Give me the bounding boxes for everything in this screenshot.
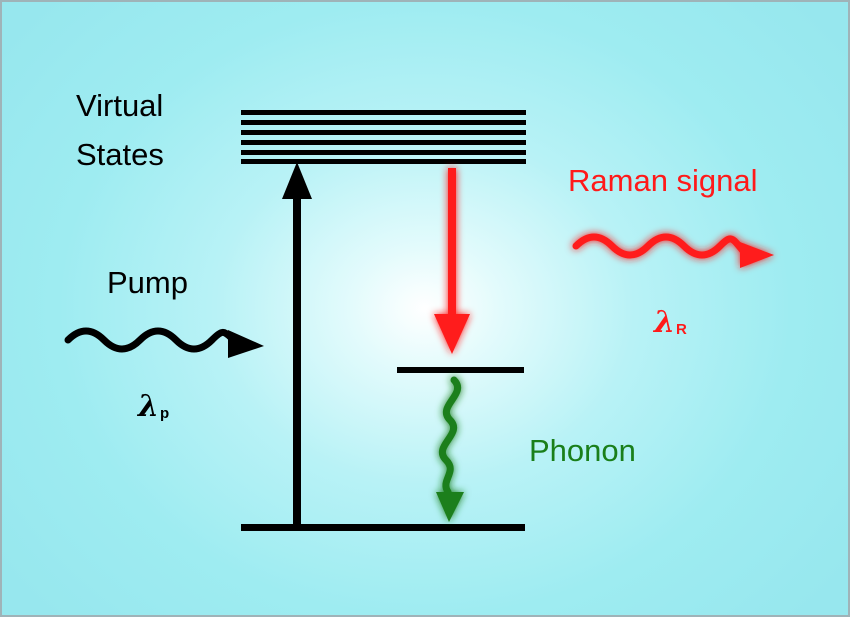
virtual-level-2	[241, 120, 526, 125]
virtual-level-3	[241, 130, 526, 135]
raman-signal-label: Raman signal	[568, 163, 758, 198]
virtual-level-5	[241, 150, 526, 155]
virtual-states-label-line2: States	[76, 137, 164, 172]
lambda-raman-label: λR	[654, 305, 687, 340]
lambda-pump-label: λp	[138, 389, 170, 424]
pump-wave-arrow	[64, 327, 264, 358]
excitation-arrow	[282, 162, 312, 526]
virtual-level-4	[241, 140, 526, 145]
phonon-arrow	[436, 376, 464, 522]
raman-wave-arrow	[572, 233, 774, 268]
pump-label: Pump	[107, 265, 188, 300]
virtual-level-6	[241, 159, 526, 164]
vibrational-level	[397, 367, 524, 373]
virtual-level-1	[241, 110, 526, 115]
virtual-states-label-line1: Virtual	[76, 88, 164, 123]
virtual-states-levels	[241, 110, 526, 164]
emission-arrow	[434, 168, 470, 354]
phonon-label: Phonon	[529, 433, 636, 468]
ground-level	[241, 524, 525, 531]
